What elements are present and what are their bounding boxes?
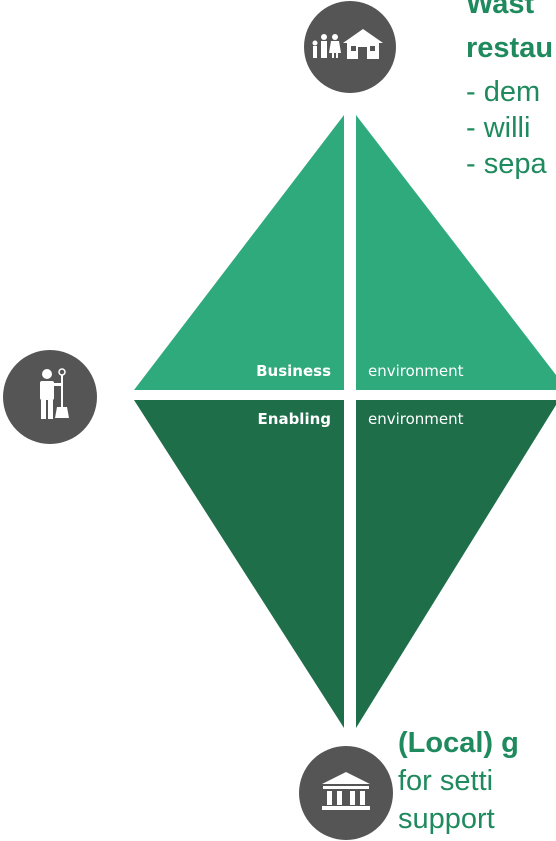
family-house-icon <box>304 1 396 93</box>
bottom-text-block: (Local) g for setti support <box>398 724 519 838</box>
bottom-line-2: support <box>398 803 495 835</box>
top-text-block: Wast restau - dem - willi - sepa <box>466 0 553 182</box>
top-heading-line2: restau <box>466 32 554 64</box>
quadrant-top-left <box>134 115 344 390</box>
quadrant-bottom-right <box>356 400 556 728</box>
label-environment-bottom: environment <box>368 410 464 428</box>
quadrant-top-right <box>356 115 556 390</box>
label-environment-top: environment <box>368 362 464 380</box>
label-business: Business <box>256 362 331 380</box>
bottom-heading: (Local) g <box>398 727 519 759</box>
government-building-icon <box>299 746 393 840</box>
top-heading-line1: Wast <box>466 0 535 20</box>
top-bullet-3: - sepa <box>466 148 547 180</box>
label-enabling: Enabling <box>258 410 331 428</box>
top-bullet-1: - dem <box>466 76 541 108</box>
waste-worker-icon <box>3 350 97 444</box>
bottom-line-1: for setti <box>398 765 494 797</box>
top-bullet-2: - willi <box>466 112 531 144</box>
quadrant-bottom-left <box>134 400 344 728</box>
